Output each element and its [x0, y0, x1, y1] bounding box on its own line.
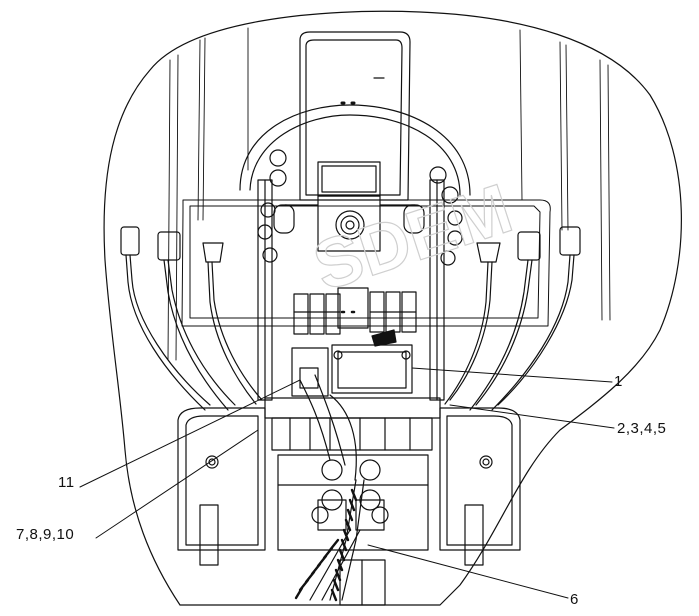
leader-1 [411, 367, 613, 383]
leader-lines [79, 367, 615, 599]
background-panel-lines [167, 27, 611, 361]
hydraulic-fittings [311, 459, 389, 531]
lower-frame [177, 397, 521, 566]
lever-crossbars [181, 199, 551, 327]
switch-block-left [293, 293, 341, 335]
outer-outline [103, 10, 682, 606]
callout-6: 6 [570, 591, 579, 608]
wiring-harness [299, 374, 365, 601]
leader-6 [367, 544, 569, 599]
seat-back [299, 31, 411, 201]
callout-1: 1 [614, 373, 623, 390]
control-box [291, 329, 413, 397]
frame-posts [257, 179, 445, 401]
leader-7-8-9-10 [95, 429, 259, 539]
center-switch-plate [337, 287, 369, 329]
corrugated-conduit [294, 488, 358, 602]
callout-11: 11 [58, 474, 75, 491]
callout-2-3-4-5: 2,3,4,5 [617, 420, 667, 437]
bottom-cylinder [339, 559, 386, 606]
right-control-levers [444, 226, 581, 411]
switch-block-right [369, 291, 417, 333]
leader-11 [79, 379, 301, 488]
leader-2-3-4-5 [449, 404, 615, 429]
callout-7-8-9-10: 7,8,9,10 [16, 526, 75, 543]
watermark: SDEM [304, 169, 520, 306]
seat-bracket [273, 161, 425, 252]
left-control-levers [120, 226, 263, 411]
